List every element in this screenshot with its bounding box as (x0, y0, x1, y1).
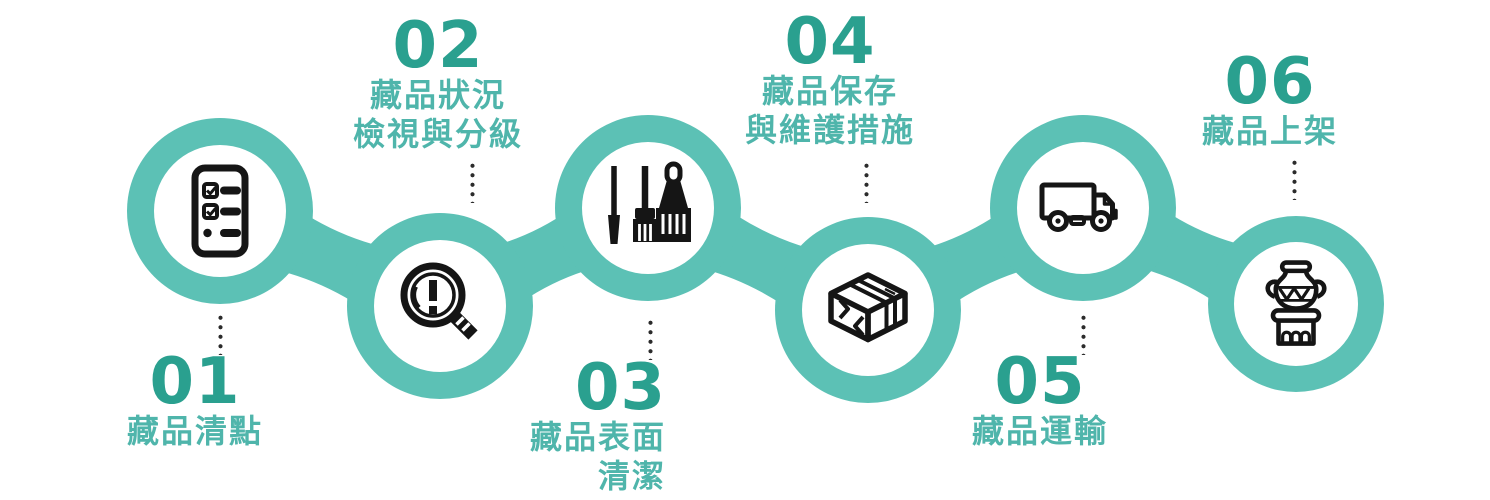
step-2-number: 02 (392, 9, 484, 83)
step-3-label-block: 03 藏品表面 清潔 (436, 351, 666, 495)
step-3-number: 03 (574, 351, 666, 425)
step-2-label-block: 02 藏品狀況 檢視與分級 (323, 9, 553, 153)
step-6-label: 藏品上架 (1201, 112, 1338, 150)
step-circle-inner (374, 240, 506, 372)
step-2-label-line-2: 檢視與分級 (352, 115, 523, 153)
step-5-label: 藏品運輸 (971, 412, 1108, 450)
delivery-truck-icon (1039, 182, 1118, 232)
step-3-label-line-2: 清潔 (597, 457, 666, 495)
step-4-number: 04 (784, 5, 876, 79)
step-1-label-block: 01 藏品清點 (80, 345, 310, 452)
dotted-leader-step-1 (218, 313, 223, 355)
dotted-leader-step-3 (648, 318, 653, 360)
artifact-vase-icon (1265, 260, 1327, 346)
step-5-label-block: 05 藏品運輸 (925, 345, 1155, 452)
cleaning-brushes-icon (608, 161, 691, 244)
dotted-leader-step-4 (864, 161, 869, 203)
step-4-label-line-2: 與維護措施 (744, 111, 915, 149)
magnifier-alert-icon (400, 262, 478, 340)
step-circle-inner (154, 145, 286, 277)
step-5-number: 05 (994, 345, 1086, 419)
package-box-icon (828, 272, 908, 343)
step-circle-inner (1234, 242, 1358, 366)
step-1-label: 藏品清點 (126, 412, 263, 450)
step-2-label: 藏品狀況 (369, 76, 506, 114)
step-6-label-block: 06 藏品上架 (1155, 45, 1385, 152)
dotted-leader-step-2 (470, 161, 475, 203)
step-4-label-block: 04 藏品保存 與維護措施 (715, 5, 945, 149)
dotted-leader-step-6 (1292, 158, 1297, 200)
step-1-number: 01 (149, 345, 241, 419)
step-circle-inner (1017, 142, 1149, 274)
checklist-icon (191, 164, 249, 258)
step-3-label: 藏品表面 (529, 418, 666, 456)
dotted-leader-step-5 (1081, 313, 1086, 355)
step-6-number: 06 (1224, 45, 1316, 119)
step-4-label: 藏品保存 (761, 72, 898, 110)
